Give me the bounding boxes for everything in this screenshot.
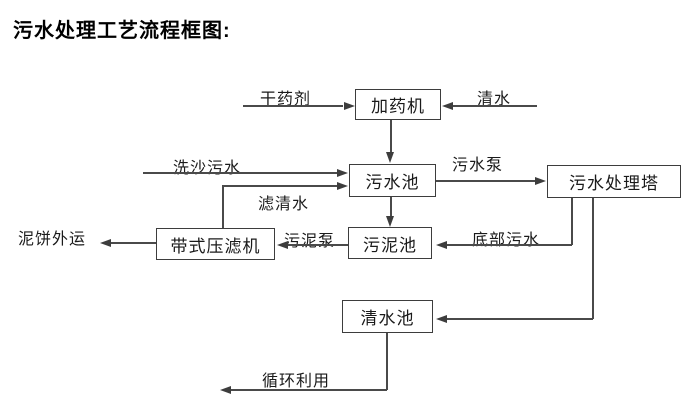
edge-sand-washing-line (143, 172, 338, 174)
edge-filtered-water-vline (222, 185, 224, 228)
edge-sewage-pump-arrowhead (535, 176, 546, 185)
edge-label-sludge-pump: 污泥泵 (284, 233, 336, 250)
edge-sludge-pump-arrowhead (277, 240, 288, 249)
edge-label-mud-cake-out: 泥饼外运 (18, 231, 87, 248)
edge-label-sewage-pump: 污水泵 (452, 157, 504, 174)
edge-bottom-sewage-arrowhead (436, 240, 447, 249)
edge-dosing-to-sewage-arrowhead (386, 152, 394, 163)
edge-dosing-to-sewage-line (390, 120, 392, 153)
edge-bottom-sewage-vline (571, 198, 573, 245)
diagram-title: 污水处理工艺流程框图: (13, 20, 231, 42)
edge-label-filtered-water: 滤清水 (258, 196, 310, 213)
edge-label-dry-agent: 干药剂 (260, 91, 312, 108)
edge-dry-agent-arrowhead (344, 101, 355, 110)
edge-tower-to-clean-arrowhead (436, 314, 447, 323)
edge-sewage-pump-line (436, 180, 536, 182)
node-sewage-pool: 污水池 (349, 164, 436, 197)
edge-sludge-pump-line (288, 244, 348, 246)
edge-clean-water-line (452, 105, 537, 107)
edge-label-recycle-use: 循环利用 (262, 373, 331, 390)
edge-label-bottom-sewage: 底部污水 (472, 232, 541, 249)
edge-filtered-water-arrowhead (337, 181, 348, 190)
edge-label-sand-washing-sewage: 洗沙污水 (173, 160, 242, 177)
node-belt-filter-press: 带式压滤机 (156, 228, 275, 260)
node-sewage-treatment-tower: 污水处理塔 (547, 165, 681, 198)
edge-label-clean-water: 清水 (477, 91, 512, 108)
edge-sand-washing-arrowhead (337, 168, 348, 177)
node-sludge-pool: 污泥池 (348, 227, 432, 259)
node-dosing-machine: 加药机 (355, 89, 441, 120)
edge-recycle-arrowhead (220, 385, 231, 394)
edge-tower-to-clean-line (447, 318, 593, 320)
edge-clean-water-arrowhead (442, 101, 453, 110)
edge-recycle-line (231, 389, 387, 391)
edge-sewage-to-sludge-line (390, 197, 392, 217)
edge-mud-cake-line (111, 242, 156, 244)
edge-tower-to-clean-vline (592, 198, 594, 319)
edge-bottom-sewage-line (447, 244, 572, 246)
edge-sewage-to-sludge-arrowhead (386, 216, 394, 227)
edge-dry-agent-line (243, 105, 343, 107)
node-clean-water-pool: 清水池 (342, 300, 433, 333)
edge-recycle-vline (386, 333, 388, 390)
edge-mud-cake-arrowhead (100, 238, 111, 247)
edge-filtered-water-line (222, 185, 338, 187)
